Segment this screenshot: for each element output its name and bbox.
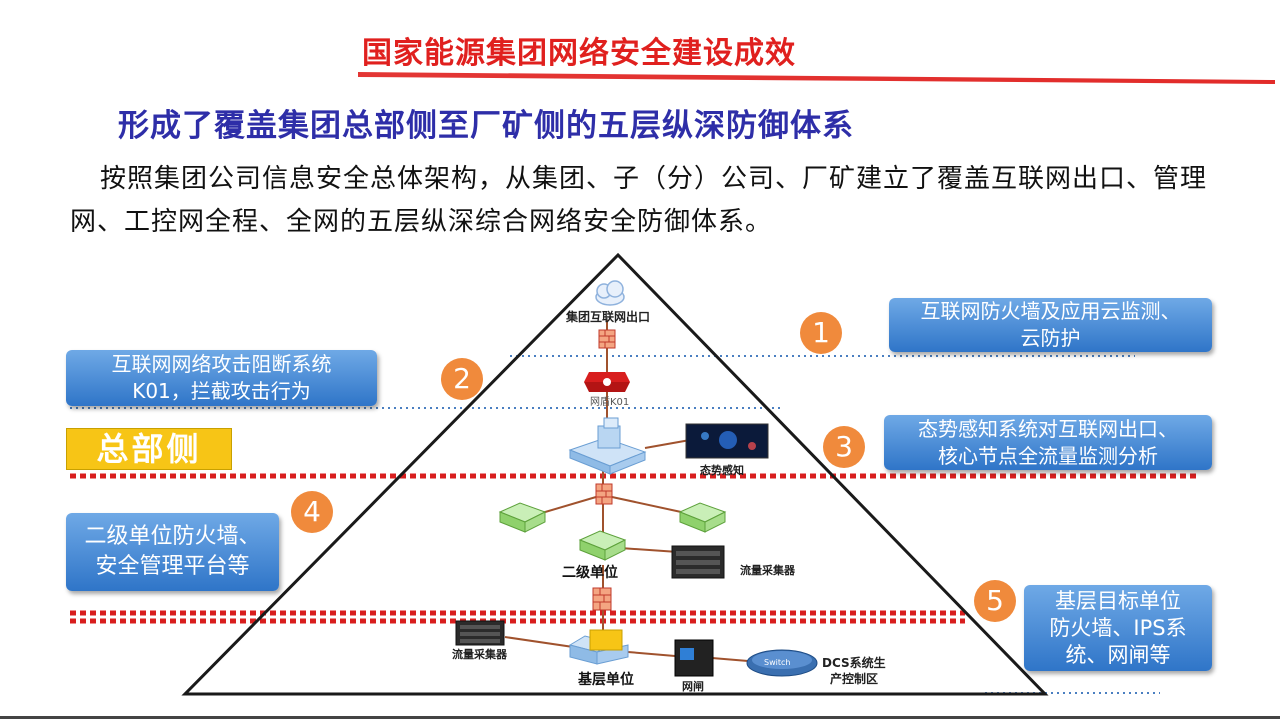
firewall-icon <box>592 587 612 611</box>
callout-layer-3: 态势感知系统对互联网出口、 核心节点全流量监测分析 <box>884 415 1212 470</box>
callout-layer-4-line1: 二级单位防火墙、 <box>84 524 261 549</box>
layer-number-1: 1 <box>800 312 842 354</box>
node-label-second-level: 二级单位 <box>562 565 618 581</box>
firewall-icon <box>595 483 613 505</box>
layer-dotted-lines <box>70 355 1160 694</box>
flow-collector-icon <box>455 620 505 646</box>
core-server-icon <box>568 417 647 475</box>
bottom-border <box>0 716 1280 719</box>
page-title: 国家能源集团网络安全建设成效 <box>362 36 796 71</box>
node-label-flow-collector-1: 流量采集器 <box>740 564 795 577</box>
flow-collector-icon <box>671 545 725 579</box>
server-icon <box>578 530 627 561</box>
server-icon <box>498 502 547 533</box>
zone-label-hq: 总部侧 <box>66 428 232 470</box>
node-label-switch: Switch <box>764 658 791 667</box>
gatekeeper-icon <box>674 639 714 677</box>
intro-paragraph: 按照集团公司信息安全总体架构，从集团、子（分）公司、厂矿建立了覆盖互联网出口、管… <box>70 164 1208 237</box>
callout-layer-5-line2: 防火墙、IPS系 <box>1049 615 1187 640</box>
node-label-flow-collector-2: 流量采集器 <box>452 648 507 661</box>
layer-number-3: 3 <box>823 426 865 468</box>
base-server-icon <box>568 629 629 665</box>
situational-screen-icon <box>685 423 769 459</box>
server-icon <box>678 502 727 533</box>
node-label-dcs-line2: 产控制区 <box>830 672 879 686</box>
node-label-situational: 态势感知 <box>700 464 744 477</box>
firewall-icon <box>598 329 616 349</box>
callout-layer-1-line2: 云防护 <box>1020 326 1081 350</box>
layer-number-2: 2 <box>441 358 483 400</box>
callout-layer-4: 二级单位防火墙、 安全管理平台等 <box>66 513 279 591</box>
pyramid-outline <box>181 252 1049 696</box>
callout-layer-3-line2: 核心节点全流量监测分析 <box>938 443 1158 468</box>
callout-layer-1-line1: 互联网防火墙及应用云监测、 <box>920 299 1181 323</box>
k01-device-icon <box>584 372 630 392</box>
callout-layer-5-line1: 基层目标单位 <box>1055 588 1181 613</box>
node-label-base-unit: 基层单位 <box>578 672 634 688</box>
node-label-k01: 网盾K01 <box>590 397 630 408</box>
callout-layer-4-line2: 安全管理平台等 <box>95 554 250 579</box>
node-label-dcs-line1: DCS系统生 <box>822 656 886 670</box>
cloud-icon <box>595 280 625 306</box>
callout-layer-5: 基层目标单位 防火墙、IPS系 统、网闸等 <box>1024 585 1212 671</box>
callout-layer-3-line1: 态势感知系统对互联网出口、 <box>918 416 1178 441</box>
callout-layer-2-line1: 互联网网络攻击阻断系统 <box>111 352 332 376</box>
callout-layer-1: 互联网防火墙及应用云监测、 云防护 <box>889 298 1212 352</box>
node-label-internet-exit: 集团互联网出口 <box>566 310 651 324</box>
callout-layer-5-line3: 统、网闸等 <box>1065 642 1171 667</box>
switch-icon <box>746 649 818 677</box>
node-label-gatekeeper: 网闸 <box>682 680 704 693</box>
zone-dividers <box>70 473 1200 624</box>
section-subtitle: 形成了覆盖集团总部侧至厂矿侧的五层纵深防御体系 <box>118 108 854 144</box>
layer-number-4: 4 <box>291 491 333 533</box>
callout-layer-2: 互联网网络攻击阻断系统 K01，拦截攻击行为 <box>66 350 377 406</box>
layer-number-5: 5 <box>974 580 1016 622</box>
callout-layer-2-line2: K01，拦截攻击行为 <box>132 379 311 403</box>
